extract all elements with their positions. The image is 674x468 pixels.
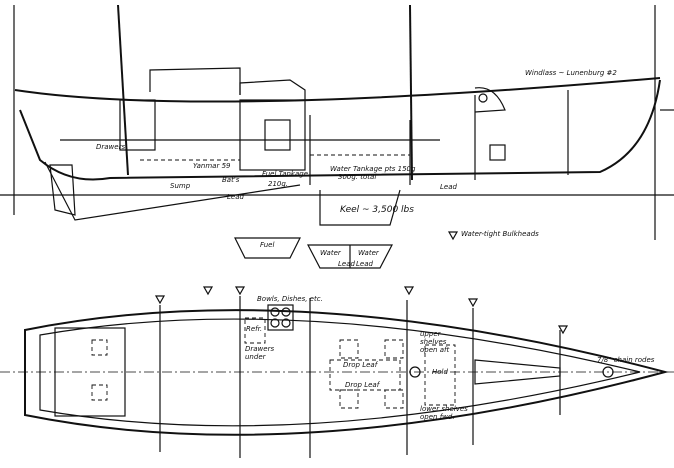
keel-label: Keel ~ 3,500 lbs (340, 205, 414, 215)
keel (319, 189, 401, 226)
lead-section-2: Lead (356, 260, 373, 268)
water-tankage-label: Water Tankage pts 150g (330, 165, 416, 173)
profile-view (0, 4, 674, 240)
water-stbd-label: Water (358, 249, 379, 257)
fuel-section-label: Fuel (260, 241, 275, 249)
water-port-label: Water (320, 249, 341, 257)
galley-cabinet (239, 99, 306, 171)
hold-label: Hold (432, 368, 448, 376)
rudder-skeg (44, 161, 301, 221)
plan-view (0, 286, 674, 458)
sections (234, 237, 393, 269)
lead-aft-label: Lead (227, 193, 244, 201)
drawers-under-label: Drawers under (245, 345, 275, 361)
lead-fwd-label: Lead (440, 183, 457, 191)
sump-label: Sump (170, 182, 191, 190)
doghouse (149, 67, 241, 95)
batteries-label: Bat's (222, 176, 240, 184)
main-mast (409, 4, 413, 181)
fuel-section (234, 237, 301, 259)
drop-leaf-1-label: Drop Leaf (343, 361, 378, 369)
mizzen-mast (117, 4, 129, 176)
bulkhead-triangle-icon (447, 231, 459, 241)
engine-label: Yanmar 59 (193, 162, 231, 170)
water-section (307, 244, 393, 269)
hull-profile (19, 79, 661, 181)
lower-shelves-label: lower shelves open fwd. (420, 405, 468, 421)
water-total-label: 300g. total (338, 173, 377, 181)
chain-label: 7/8" chain rodes (597, 356, 655, 364)
drawers-label: Drawers (96, 143, 126, 151)
refr-label: Refr. (246, 325, 263, 333)
deck-outline (24, 309, 669, 436)
fuel-tankage-label: Fuel Tankage (262, 170, 309, 178)
upper-shelves-label: upper shelves open aft (420, 330, 450, 354)
stove (267, 304, 294, 331)
bowls-label: Bowls, Dishes, etc. (257, 295, 323, 303)
windlass-label: Windlass ~ Lunenburg #2 (525, 69, 617, 77)
lead-section-1: Lead (338, 260, 355, 268)
bulkheads-legend: Water-tight Bulkheads (461, 230, 539, 238)
sheer-line (14, 77, 661, 103)
fuel-amount-label: 210g. (268, 180, 289, 188)
rudder (49, 164, 76, 216)
drop-leaf-2-label: Drop Leaf (345, 381, 380, 389)
